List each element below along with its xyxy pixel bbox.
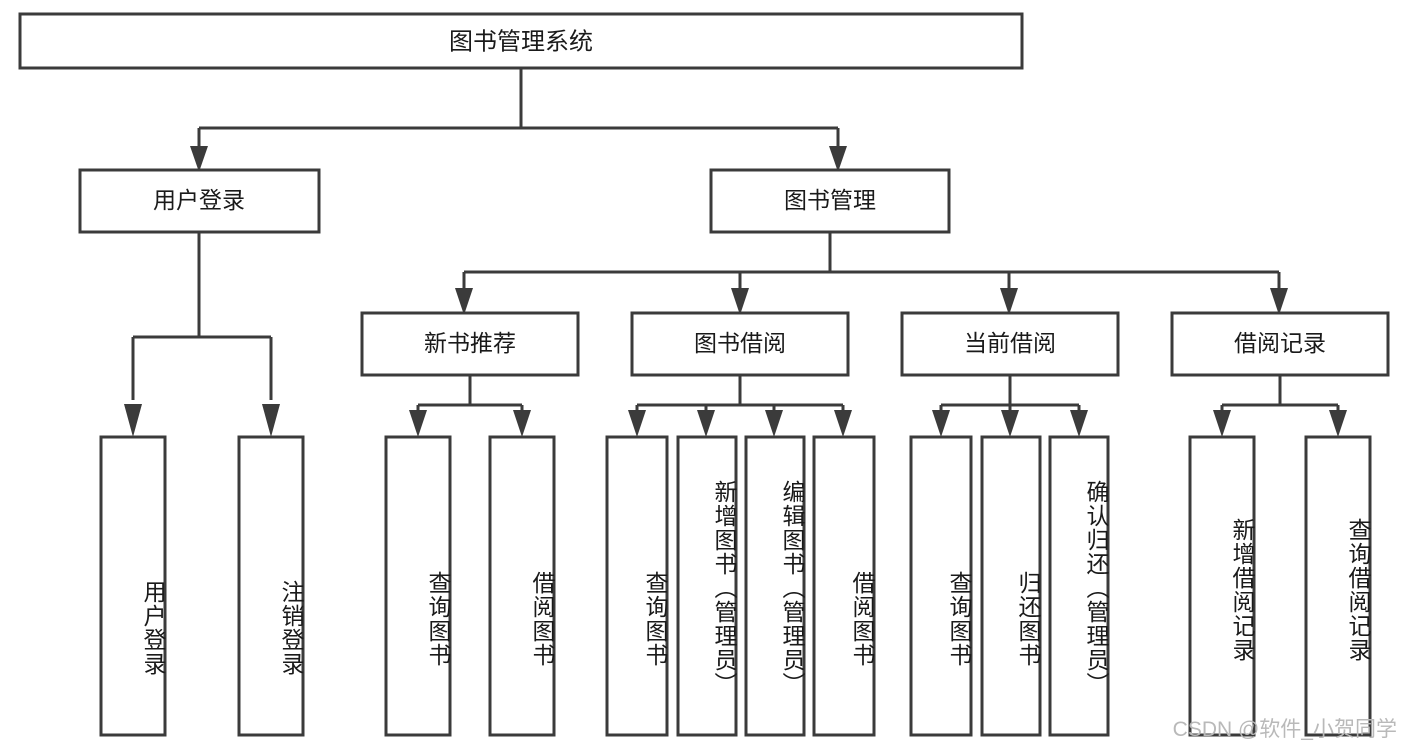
node-leaf-query-book-1[interactable] [384, 435, 452, 737]
arrow-head-book-management [829, 146, 847, 172]
node-new-book-recommend-box[interactable] [360, 311, 580, 377]
connector-root-to-level2 [197, 68, 840, 152]
arrow-head-leaf-edit-book [765, 410, 783, 437]
arrow-head-current-borrow [1000, 288, 1018, 315]
arrow-head-leaf-logout-login [262, 404, 280, 437]
node-leaf-borrow-book-2-box[interactable] [812, 435, 876, 737]
connector-group-book-management-to-level3 [455, 232, 1288, 315]
node-leaf-query-record-box[interactable] [1304, 435, 1372, 737]
node-leaf-query-book-3-box[interactable] [909, 435, 973, 737]
node-leaf-confirm-return-box[interactable] [1048, 435, 1110, 737]
arrow-head-new-book-recommend [455, 288, 473, 315]
connector-group-book-borrow-to-leaves [628, 375, 852, 437]
node-root-box[interactable] [18, 12, 1024, 70]
node-current-borrow[interactable]: 当前借阅 [900, 311, 1120, 377]
node-borrow-record-label: 借阅记录 [1234, 330, 1326, 356]
node-user-login-label: 用户登录 [153, 187, 245, 213]
node-leaf-user-login-box[interactable] [99, 435, 167, 737]
arrow-head-leaf-borrow-book-1 [513, 410, 531, 437]
arrow-head-leaf-add-book [697, 410, 715, 437]
node-leaf-add-record[interactable] [1188, 435, 1256, 737]
node-leaf-add-book-box[interactable] [676, 435, 738, 737]
node-leaf-borrow-book-1[interactable] [488, 435, 556, 737]
node-leaf-add-book[interactable] [676, 435, 738, 737]
connector-group-user-login-to-leaves [124, 232, 280, 437]
node-leaf-borrow-book-2[interactable] [812, 435, 876, 737]
arrow-head-leaf-add-record [1213, 410, 1231, 437]
connector-current-borrow-to-leaves [939, 375, 1081, 414]
connector-book-management-to-level3 [462, 232, 1281, 292]
node-new-book-recommend-label: 新书推荐 [424, 330, 516, 356]
node-leaf-add-record-box[interactable] [1188, 435, 1256, 737]
connector-group-root-to-level2 [190, 68, 847, 172]
node-book-management[interactable]: 图书管理 [709, 168, 951, 234]
node-book-borrow-box[interactable] [630, 311, 850, 377]
node-leaf-query-book-1-box[interactable] [384, 435, 452, 737]
arrow-head-leaf-borrow-book-2 [834, 410, 852, 437]
node-leaf-logout-login-box[interactable] [237, 435, 305, 737]
node-leaf-return-book[interactable] [980, 435, 1042, 737]
connector-new-book-recommend-to-leaves [416, 375, 524, 414]
connector-borrow-record-to-leaves [1220, 375, 1340, 414]
node-borrow-record-box[interactable] [1170, 311, 1390, 377]
arrow-head-leaf-confirm-return [1070, 410, 1088, 437]
node-borrow-record[interactable]: 借阅记录 [1170, 311, 1390, 377]
node-leaf-borrow-book-1-box[interactable] [488, 435, 556, 737]
arrow-head-leaf-query-book-3 [932, 410, 950, 437]
arrow-head-user-login [190, 146, 208, 172]
arrow-head-book-borrow [731, 288, 749, 315]
arrow-head-leaf-return-book [1001, 410, 1019, 437]
node-leaf-user-login[interactable] [99, 435, 167, 737]
node-current-borrow-box[interactable] [900, 311, 1120, 377]
node-leaf-confirm-return[interactable] [1048, 435, 1110, 737]
node-leaf-logout-login[interactable] [237, 435, 305, 737]
connector-group-new-book-recommend-to-leaves [409, 375, 531, 437]
node-leaf-return-book-box[interactable] [980, 435, 1042, 737]
node-current-borrow-label: 当前借阅 [964, 330, 1056, 356]
node-leaf-query-book-2-box[interactable] [605, 435, 669, 737]
node-book-borrow[interactable]: 图书借阅 [630, 311, 850, 377]
arrow-head-leaf-query-book-1 [409, 410, 427, 437]
node-leaf-edit-book[interactable] [744, 435, 806, 737]
node-book-management-box[interactable] [709, 168, 951, 234]
connector-book-borrow-to-leaves [635, 375, 845, 414]
arrow-head-leaf-query-record [1329, 410, 1347, 437]
node-root[interactable]: 图书管理系统 [18, 12, 1024, 70]
connector-user-login-to-leaves [131, 232, 273, 400]
arrow-head-leaf-user-login [124, 404, 142, 437]
node-user-login-box[interactable] [78, 168, 321, 234]
connector-group-current-borrow-to-leaves [932, 375, 1088, 437]
arrow-head-leaf-query-book-2 [628, 410, 646, 437]
node-user-login[interactable]: 用户登录 [78, 168, 321, 234]
arrow-head-borrow-record [1270, 288, 1288, 315]
node-book-management-label: 图书管理 [784, 187, 876, 213]
node-leaf-query-book-2[interactable] [605, 435, 669, 737]
node-book-borrow-label: 图书借阅 [694, 330, 786, 356]
node-leaf-query-record[interactable] [1304, 435, 1372, 737]
node-root-label: 图书管理系统 [449, 28, 593, 55]
connector-group-borrow-record-to-leaves [1213, 375, 1347, 437]
node-leaf-query-book-3[interactable] [909, 435, 973, 737]
node-leaf-edit-book-box[interactable] [744, 435, 806, 737]
node-new-book-recommend[interactable]: 新书推荐 [360, 311, 580, 377]
